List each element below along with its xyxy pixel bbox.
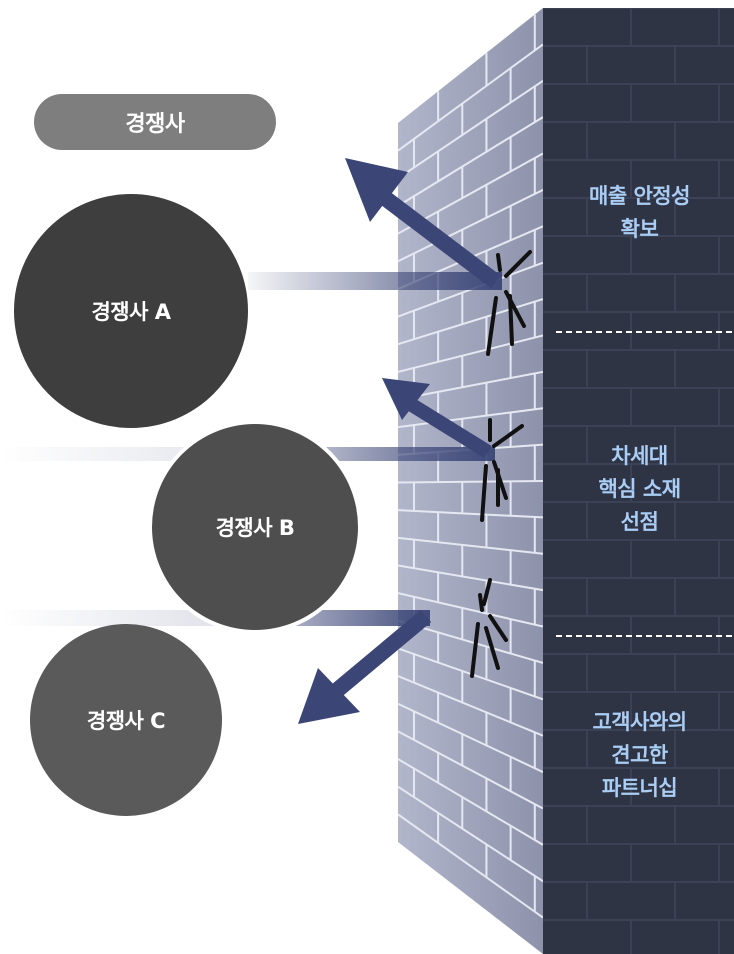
impact-mark-c (470, 578, 508, 678)
benefit-customer-partnership: 고객사와의 견고한 파트너십 (592, 710, 687, 800)
competitor-b-circle: 경쟁사 B (152, 424, 358, 630)
competitor-b-label: 경쟁사 B (215, 516, 295, 540)
impact-mark-a (486, 250, 532, 356)
impact-mark-b (480, 418, 524, 522)
deflection-arrows (298, 158, 501, 724)
deflect-arrow-a-head (345, 158, 408, 222)
deflect-arrow-b-head (382, 378, 430, 420)
benefit-revenue-stability: 매출 안정성 확보 (589, 184, 690, 241)
deflect-arrow-c-shaft (329, 609, 432, 699)
competitor-a-label: 경쟁사 A (91, 300, 171, 324)
impact-marks (470, 250, 532, 678)
competitor-header-pill: 경쟁사 (34, 94, 276, 150)
competitor-c-label: 경쟁사 C (86, 709, 166, 733)
wall-front-brick-lines (543, 8, 734, 954)
competitor-a-circle: 경쟁사 A (14, 194, 248, 428)
incoming-bar-a (248, 272, 502, 290)
deflect-arrow-b-shaft (408, 399, 492, 458)
deflect-arrow-c-head (298, 668, 360, 724)
wall-front-face (543, 8, 734, 954)
benefit-core-material: 차세대 핵심 소재 선점 (598, 444, 681, 534)
deflect-arrow-a-shaft (380, 191, 501, 289)
competitor-c-circle: 경쟁사 C (30, 624, 222, 816)
